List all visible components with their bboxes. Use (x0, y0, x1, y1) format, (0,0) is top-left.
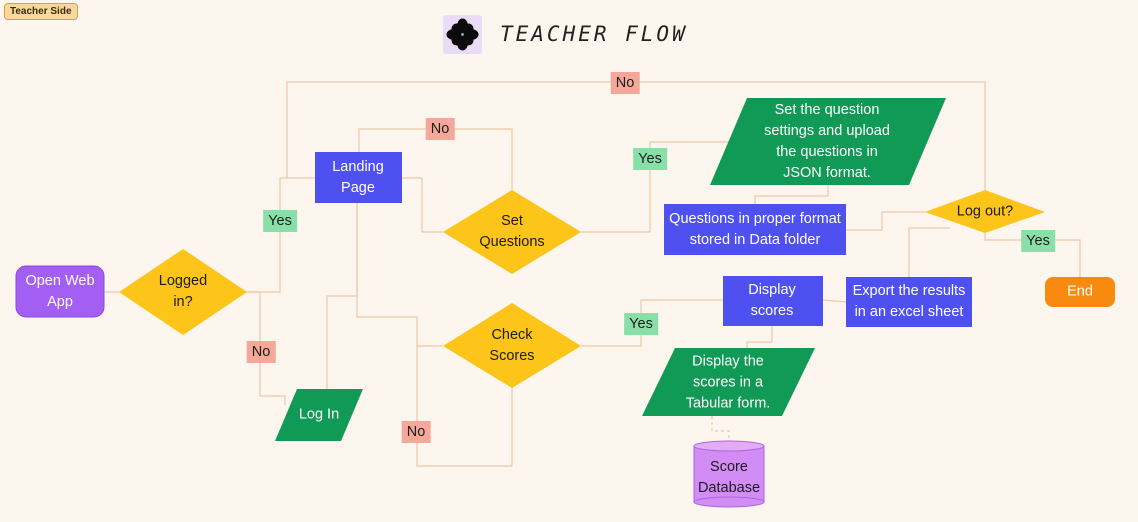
flower-blob-icon (443, 15, 482, 54)
connector-stored-logout (846, 211, 926, 231)
log-out-label: Log out? (956, 203, 1014, 220)
connector-display-export (822, 299, 847, 303)
connector-display-tabular (746, 326, 773, 348)
yes-label-set-questions: Yes (633, 148, 667, 170)
connector-login-landing (326, 203, 358, 389)
connector-landing-check (356, 203, 443, 347)
no-label-top-loop: No (610, 72, 640, 94)
log-out-decision (925, 190, 1045, 233)
page-title: TEACHER FLOW (500, 22, 688, 46)
logged-in-decision (119, 249, 247, 335)
yes-label-logged-in: Yes (263, 210, 297, 232)
connector-settings-stored (754, 185, 829, 204)
score-database-node (693, 440, 765, 508)
connector-export-logout (908, 227, 950, 277)
open-web-app-node (15, 265, 105, 318)
connector-setq-yes (581, 141, 730, 233)
end-label: End (1067, 283, 1093, 300)
connector-tabular-database (711, 416, 730, 441)
display-tabular-node (642, 348, 815, 416)
yes-label-log-out: Yes (1021, 230, 1055, 252)
question-settings-node (710, 98, 946, 185)
no-label-logged-in: No (246, 341, 276, 363)
display-scores-node (723, 276, 823, 326)
questions-stored-node (664, 204, 846, 255)
check-scores-decision (443, 303, 581, 388)
connector-logged-no-login (246, 291, 286, 405)
connector-logged-yes-landing (247, 177, 315, 293)
set-questions-decision (443, 190, 581, 274)
log-in-node (275, 389, 363, 441)
no-label-check-scores: No (401, 421, 431, 443)
connector-check-no-loop (416, 346, 513, 467)
no-label-set-questions: No (425, 118, 455, 140)
export-results-node (846, 277, 972, 327)
end-node (1045, 277, 1115, 307)
log-in-label: Log In (298, 406, 340, 423)
connector-landing-setq (402, 177, 443, 233)
teacher-side-badge: Teacher Side (4, 3, 78, 20)
yes-label-check-scores: Yes (624, 313, 658, 335)
landing-page-node (315, 152, 402, 203)
